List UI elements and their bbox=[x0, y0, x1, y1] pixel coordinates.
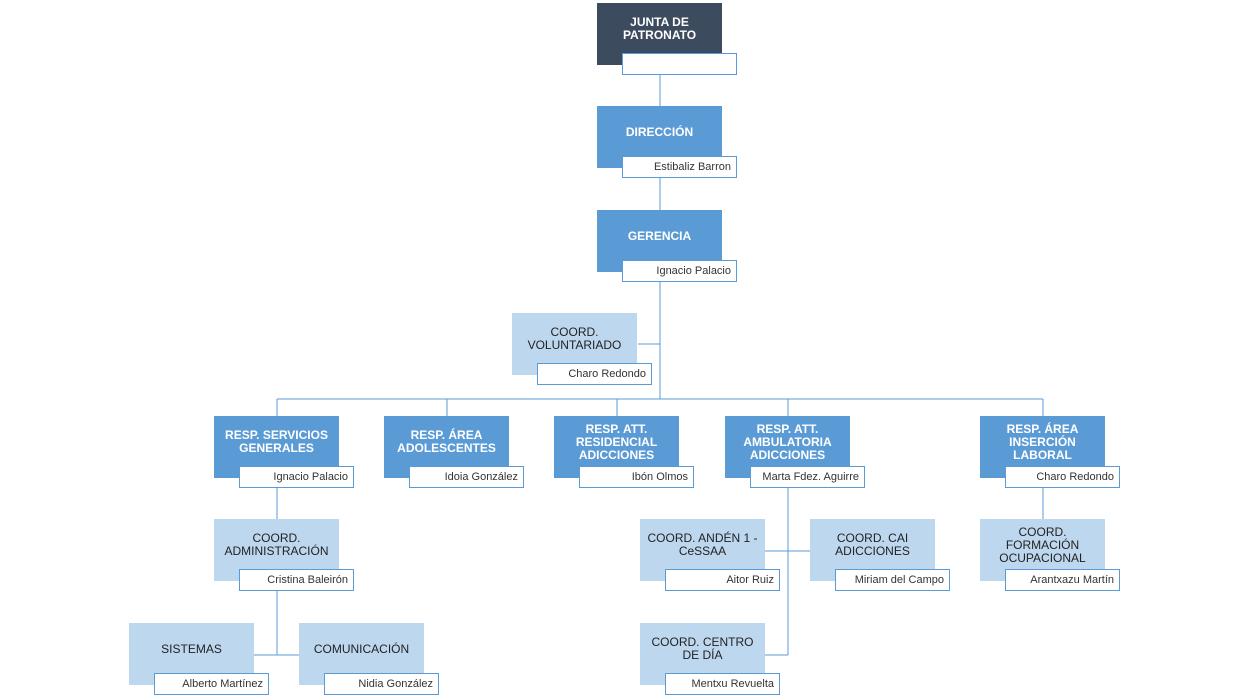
node-person-name: Estibaliz Barron bbox=[622, 156, 737, 178]
node-person-name: Cristina Baleirón bbox=[239, 569, 354, 591]
node-person-name: Arantxazu Martín bbox=[1005, 569, 1120, 591]
node-person-name: Mentxu Revuelta bbox=[665, 673, 780, 695]
node-person-name: Idoia González bbox=[409, 466, 524, 488]
node-person-name: Alberto Martínez bbox=[154, 673, 269, 695]
node-person-name bbox=[622, 53, 737, 75]
node-person-name: Aitor Ruiz bbox=[665, 569, 780, 591]
node-person-name: Charo Redondo bbox=[1005, 466, 1120, 488]
node-person-name: Ignacio Palacio bbox=[622, 260, 737, 282]
node-title: RESP. SERVICIOS GENERALES bbox=[214, 416, 339, 478]
node-person-name: Ignacio Palacio bbox=[239, 466, 354, 488]
node-person-name: Charo Redondo bbox=[537, 363, 652, 385]
node-person-name: Miriam del Campo bbox=[835, 569, 950, 591]
node-person-name: Marta Fdez. Aguirre bbox=[750, 466, 865, 488]
node-person-name: Nidia González bbox=[324, 673, 439, 695]
node-person-name: Ibón Olmos bbox=[579, 466, 694, 488]
